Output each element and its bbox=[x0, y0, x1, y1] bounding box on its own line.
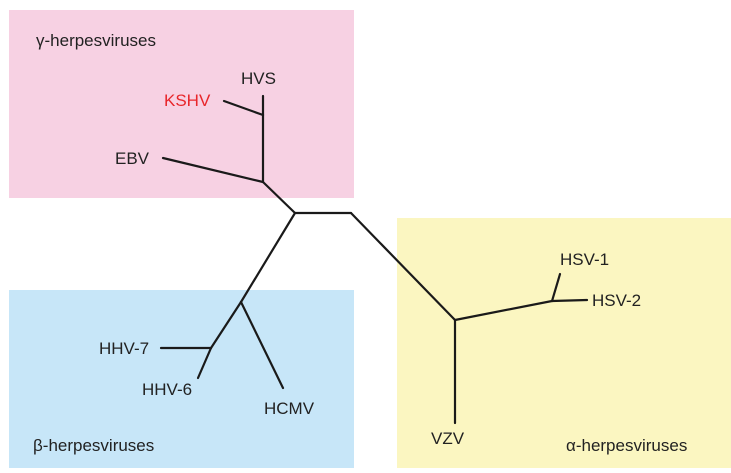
leaf-hhv7: HHV-7 bbox=[99, 339, 150, 358]
beta-group-label: β-herpesviruses bbox=[33, 436, 155, 455]
branch-mid-alphaNode bbox=[349, 211, 457, 322]
branch-alphaInner-hsv2 bbox=[550, 298, 589, 303]
leaf-hhv6: HHV-6 bbox=[142, 380, 193, 399]
leaf-hcmv: HCMV bbox=[264, 399, 315, 418]
branch-betaInner-hhv6 bbox=[196, 346, 213, 380]
branch-root-gammaNode bbox=[261, 180, 297, 215]
branch-alphaInner-hsv1 bbox=[550, 272, 562, 303]
branch-betaNode-hcmv bbox=[239, 300, 285, 390]
leaf-hsv2: HSV-2 bbox=[592, 291, 642, 310]
leaf-ebv: EBV bbox=[115, 149, 150, 168]
branch-betaNode-betaInner bbox=[209, 300, 243, 350]
branch-gammaInner-kshv bbox=[222, 99, 265, 117]
beta-region bbox=[9, 290, 354, 468]
leaf-kshv: KSHV bbox=[164, 91, 211, 110]
leaf-hvs: HVS bbox=[241, 69, 276, 88]
alpha-region bbox=[397, 218, 731, 468]
branch-root-betaNode bbox=[239, 211, 297, 304]
gamma-region bbox=[9, 10, 354, 198]
alpha-group-label: α-herpesviruses bbox=[566, 436, 688, 455]
branch-alphaNode-alphaInner bbox=[453, 299, 554, 322]
leaf-hsv1: HSV-1 bbox=[560, 250, 610, 269]
branch-gammaNode-ebv bbox=[161, 156, 265, 184]
gamma-group-label: γ-herpesviruses bbox=[36, 31, 156, 50]
tree-branches bbox=[159, 94, 589, 425]
leaf-vzv: VZV bbox=[431, 429, 465, 448]
